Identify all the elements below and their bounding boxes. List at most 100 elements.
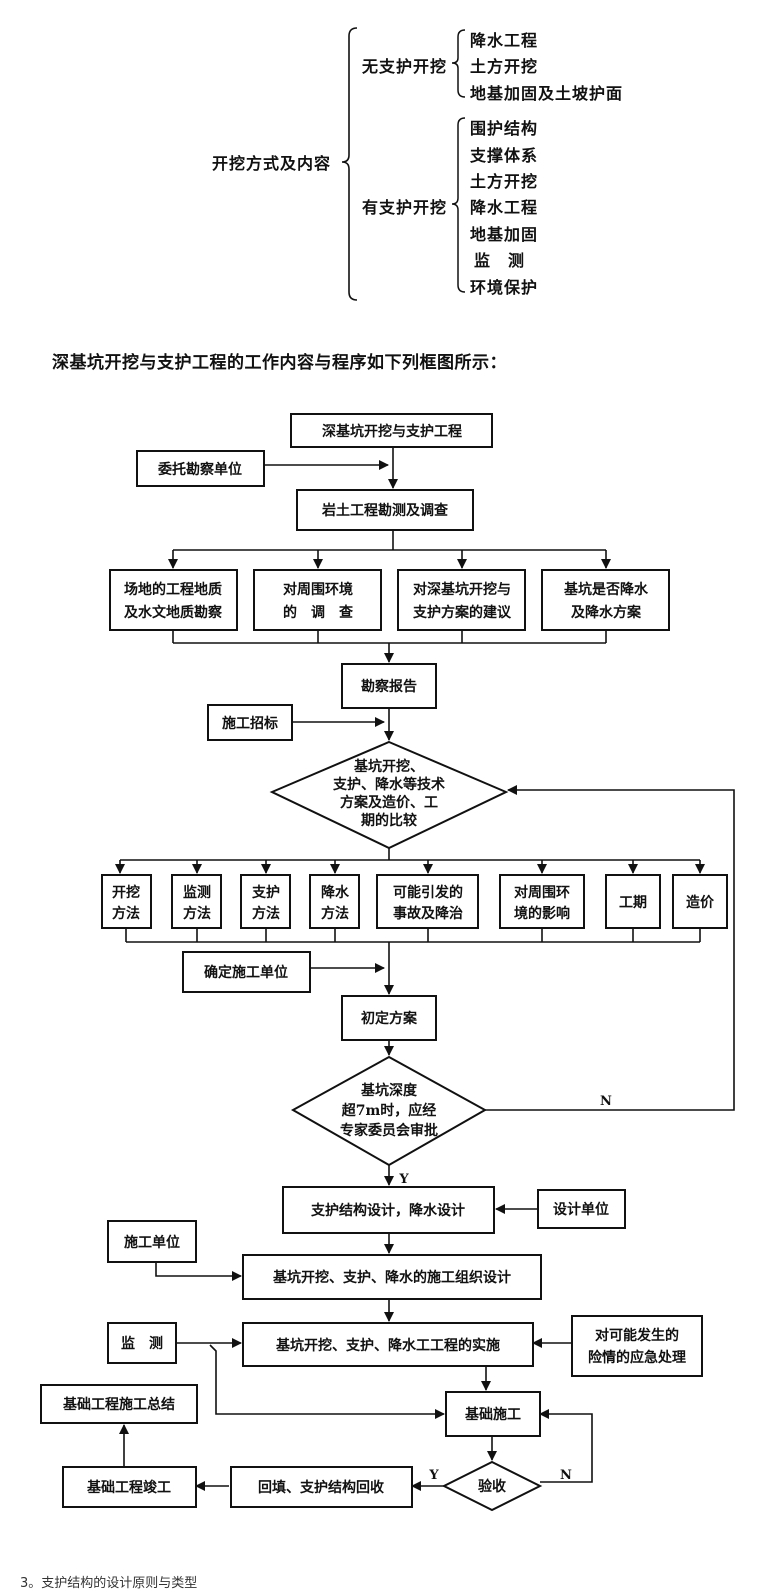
- entrust-survey-box: [136, 450, 265, 487]
- review-yes-label: Y: [398, 1172, 409, 1187]
- compare-item-box: [240, 874, 291, 929]
- summary-label: 基础工程施工总结: [63, 1396, 175, 1413]
- supported-item: 地基加固: [470, 225, 539, 244]
- monitoring-box: [107, 1322, 177, 1364]
- construction-unit-box: [107, 1220, 197, 1263]
- compare-label: 基坑开挖、: [354, 758, 424, 775]
- compare-item-label: 事故及降治: [393, 905, 463, 922]
- survey-item-box: [541, 569, 670, 631]
- supported-item: 环境保护: [470, 278, 539, 297]
- survey-item-label: 及降水方案: [571, 604, 642, 621]
- determine-contractor-label: 确定施工单位: [204, 964, 288, 981]
- compare-item-label: 方法: [112, 905, 140, 922]
- initial-plan-label: 初定方案: [361, 1010, 418, 1027]
- geotechnical-survey-label: 岩土工程勘测及调查: [321, 502, 449, 519]
- compare-item-box: [376, 874, 479, 929]
- expert-review-label: 超7m时，应经: [341, 1102, 437, 1119]
- supported-brace-icon: [451, 117, 466, 293]
- implementation-box: [242, 1322, 534, 1367]
- flowchart-connectors: [115, 447, 735, 1491]
- compare-item-label: 支护: [251, 884, 280, 901]
- construction-unit-label: 施工单位: [124, 1234, 180, 1251]
- project-title-label: 深基坑开挖与支护工程: [322, 423, 462, 440]
- tree-braces: [341, 27, 466, 301]
- emergency-handling-label: 险情的应急处理: [588, 1349, 686, 1366]
- construction-organization-design-label: 基坑开挖、支护、降水的施工组织设计: [273, 1269, 511, 1286]
- survey-item-box: [253, 569, 382, 631]
- survey-item-label: 及水文地质勘察: [124, 604, 223, 621]
- compare-item-box: [499, 874, 585, 929]
- construction-organization-design-box: [242, 1254, 542, 1300]
- unsupported-item: 降水工程: [470, 31, 539, 50]
- unsupported-brace-icon: [451, 29, 466, 98]
- design-unit-box: [537, 1189, 626, 1229]
- compare-item-label: 方法: [183, 905, 211, 922]
- project-title-box: [290, 413, 493, 448]
- supported-excavation-label: 有支护开挖: [362, 198, 448, 217]
- compare-item-label: 境的影响: [514, 905, 570, 922]
- expert-review-label: 基坑深度: [361, 1082, 418, 1099]
- compare-item-label: 方法: [252, 905, 280, 922]
- compare-item-label: 可能引发的: [393, 884, 463, 901]
- supported-item: 支撑体系: [470, 146, 539, 165]
- compare-item-box: [171, 874, 222, 929]
- supported-item: 降水工程: [470, 198, 539, 217]
- acceptance-no-label: N: [560, 1468, 572, 1483]
- foundation-construction-label: 基础施工: [465, 1406, 521, 1423]
- completion-label: 基础工程竣工: [87, 1479, 171, 1496]
- compare-decision-diamond: [269, 740, 509, 850]
- compare-label: 期的比较: [361, 812, 417, 829]
- outer-brace-icon: [341, 27, 358, 301]
- completion-box: [62, 1466, 197, 1508]
- survey-item-label: 场地的工程地质: [124, 581, 222, 598]
- compare-label: 支护、降水等技术: [332, 776, 445, 793]
- entrust-survey-label: 委托勘察单位: [157, 461, 242, 478]
- survey-item-box: [397, 569, 526, 631]
- survey-item-label: 基坑是否降水: [564, 581, 649, 598]
- compare-item-label: 监测: [183, 884, 211, 901]
- survey-item-label: 对周围环境: [283, 581, 353, 598]
- foundation-construction-box: [445, 1391, 541, 1437]
- bidding-box: [207, 704, 293, 741]
- initial-plan-box: [341, 995, 437, 1041]
- survey-item-box: [109, 569, 238, 631]
- compare-item-label: 对周围环: [514, 884, 570, 901]
- tree-root: 开挖方式及内容: [212, 154, 332, 173]
- compare-item-box: [672, 874, 728, 929]
- survey-report-label: 勘察报告: [361, 678, 417, 695]
- support-design-label: 支护结构设计，降水设计: [310, 1202, 465, 1219]
- compare-item-label: 方法: [321, 905, 349, 922]
- implementation-label: 基坑开挖、支护、降水工工程的实施: [276, 1337, 500, 1354]
- emergency-handling-label: 对可能发生的: [595, 1327, 679, 1344]
- supported-item: 土方开挖: [470, 172, 539, 191]
- supported-item: 围护结构: [470, 119, 539, 138]
- compare-item-box: [605, 874, 661, 929]
- survey-item-label: 的 调 查: [283, 604, 354, 621]
- expert-review-diamond: [290, 1055, 488, 1167]
- compare-item-box: [101, 874, 152, 929]
- survey-item-label: 对深基坑开挖与: [413, 581, 511, 598]
- support-design-box: [282, 1186, 495, 1234]
- survey-report-box: [341, 663, 437, 709]
- geotechnical-survey-box: [296, 489, 474, 531]
- supported-item: 监 测: [474, 251, 526, 270]
- bidding-label: 施工招标: [222, 715, 278, 732]
- summary-box: [40, 1384, 198, 1424]
- compare-item-label: 造价: [686, 894, 715, 911]
- acceptance-yes-label: Y: [428, 1468, 439, 1483]
- section-heading-footer: 3。支护结构的设计原则与类型: [20, 1576, 198, 1591]
- flowchart-intro: 深基坑开挖与支护工程的工作内容与程序如下列框图所示：: [52, 353, 507, 373]
- monitoring-label: 监 测: [121, 1335, 163, 1352]
- expert-review-label: 专家委员会审批: [340, 1122, 438, 1139]
- acceptance-label: 验收: [478, 1478, 507, 1495]
- unsupported-item: 地基加固及土坡护面: [470, 84, 624, 103]
- unsupported-item: 土方开挖: [470, 57, 539, 76]
- compare-item-label: 工期: [619, 895, 647, 911]
- survey-item-label: 支护方案的建议: [412, 604, 512, 621]
- emergency-handling-box: [571, 1315, 703, 1377]
- compare-item-label: 降水: [321, 884, 350, 901]
- backfill-recovery-box: [230, 1466, 413, 1508]
- determine-contractor-box: [182, 951, 311, 993]
- backfill-recovery-label: 回填、支护结构回收: [258, 1479, 385, 1496]
